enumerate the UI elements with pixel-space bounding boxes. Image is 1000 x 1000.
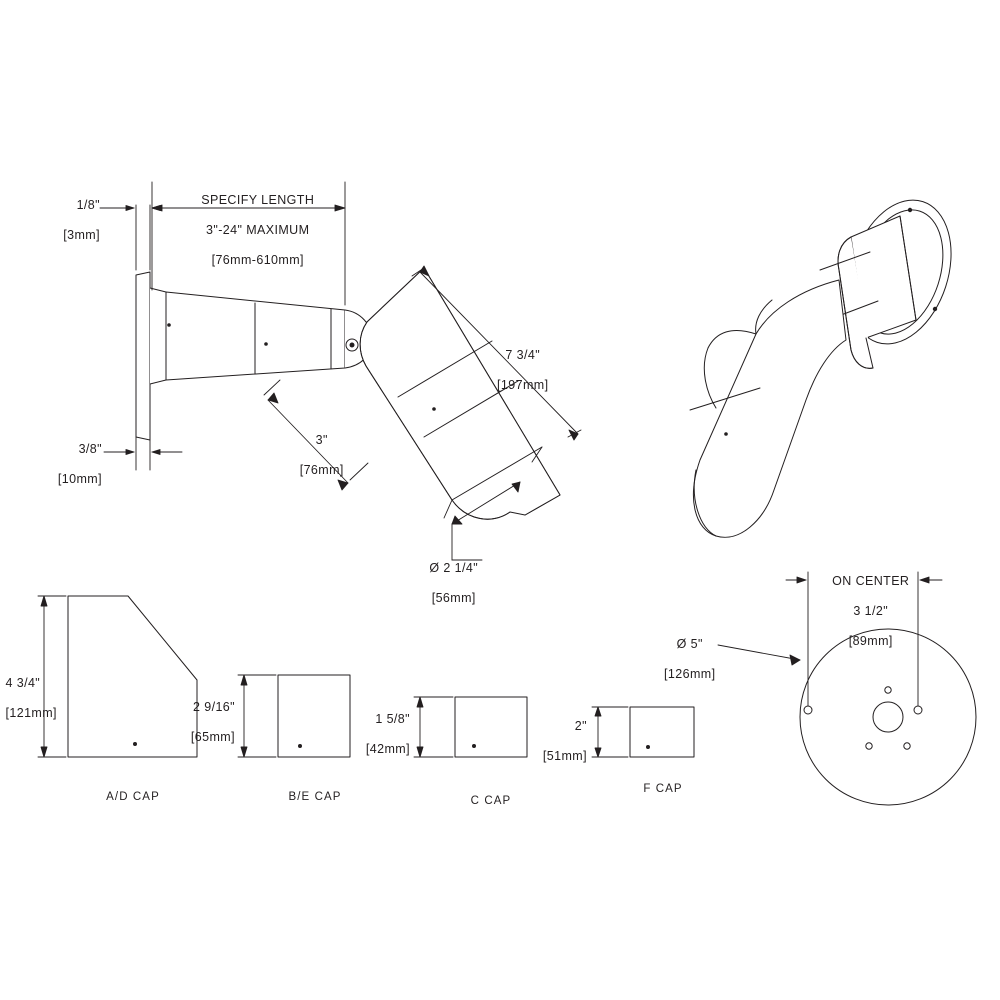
dimension-lines-backplate bbox=[717, 571, 943, 707]
plate-offset-imperial: 3/8" bbox=[78, 442, 102, 456]
cap-f-height-metric: [51mm] bbox=[542, 749, 587, 763]
side-elevation-view bbox=[135, 267, 561, 520]
cap-profile-ad bbox=[67, 595, 198, 758]
dimension-plate-offset: 3/8" [10mm] bbox=[22, 427, 102, 502]
cap-f-height-imperial: 2" bbox=[574, 719, 587, 733]
dimension-plate-thickness: 1/8" [3mm] bbox=[20, 183, 100, 258]
dimension-backplate-diameter: Ø 5" [126mm] bbox=[636, 622, 728, 697]
dimension-specify-length: SPECIFY LENGTH 3"-24" MAXIMUM [76mm-610m… bbox=[162, 178, 338, 283]
cap-label-ad: A/D CAP bbox=[106, 791, 160, 803]
backplate-diameter-imperial: Ø 5" bbox=[676, 637, 703, 651]
cap-height-f: 2" [51mm] bbox=[517, 704, 587, 779]
cap-label-f: F CAP bbox=[643, 783, 683, 795]
cap-be-height-metric: [65mm] bbox=[190, 730, 235, 744]
plate-thickness-imperial: 1/8" bbox=[76, 198, 100, 212]
dimension-joint-length: 3" [76mm] bbox=[278, 418, 350, 493]
dimension-lines-caps bbox=[37, 595, 629, 758]
specify-length-line2: 3"-24" MAXIMUM bbox=[206, 223, 310, 237]
cap-profile-c bbox=[454, 696, 528, 758]
cap-ad-height-imperial: 4 3/4" bbox=[5, 676, 41, 690]
specify-length-line3: [76mm-610mm] bbox=[211, 253, 304, 267]
cap-height-ad: 4 3/4" [121mm] bbox=[0, 661, 57, 736]
plate-offset-metric: [10mm] bbox=[57, 472, 102, 486]
cap-label-c: C CAP bbox=[470, 795, 512, 807]
arm-diameter-metric: [56mm] bbox=[431, 591, 476, 605]
shade-length-metric: [197mm] bbox=[497, 378, 549, 392]
cap-height-c: 1 5/8" [42mm] bbox=[335, 697, 410, 772]
dimension-on-center: ON CENTER 3 1/2" [89mm] bbox=[813, 559, 913, 664]
shade-length-imperial: 7 3/4" bbox=[505, 348, 541, 362]
backplate-diameter-metric: [126mm] bbox=[664, 667, 716, 681]
on-center-label: ON CENTER bbox=[832, 574, 910, 588]
cap-ad-height-metric: [121mm] bbox=[5, 706, 57, 720]
dimension-arm-diameter: Ø 2 1/4" [56mm] bbox=[396, 546, 496, 621]
plate-thickness-metric: [3mm] bbox=[63, 228, 100, 242]
cap-be-height-imperial: 2 9/16" bbox=[193, 700, 235, 714]
dimension-lines-left bbox=[99, 181, 582, 561]
cap-profile-be bbox=[277, 674, 351, 758]
arm-diameter-imperial: Ø 2 1/4" bbox=[429, 561, 479, 575]
cap-c-height-metric: [42mm] bbox=[365, 742, 410, 756]
cap-profile-f bbox=[629, 706, 695, 758]
joint-length-imperial: 3" bbox=[315, 433, 328, 447]
perspective-view bbox=[689, 199, 952, 538]
joint-length-metric: [76mm] bbox=[299, 463, 344, 477]
specify-length-line1: SPECIFY LENGTH bbox=[201, 193, 315, 207]
cap-label-be: B/E CAP bbox=[288, 791, 342, 803]
on-center-metric: [89mm] bbox=[848, 634, 893, 648]
cap-c-height-imperial: 1 5/8" bbox=[375, 712, 410, 726]
on-center-imperial: 3 1/2" bbox=[853, 604, 889, 618]
dimension-shade-length: 7 3/4" [197mm] bbox=[465, 333, 565, 408]
backplate-plan-view bbox=[799, 628, 977, 806]
cap-height-be: 2 9/16" [65mm] bbox=[155, 685, 235, 760]
